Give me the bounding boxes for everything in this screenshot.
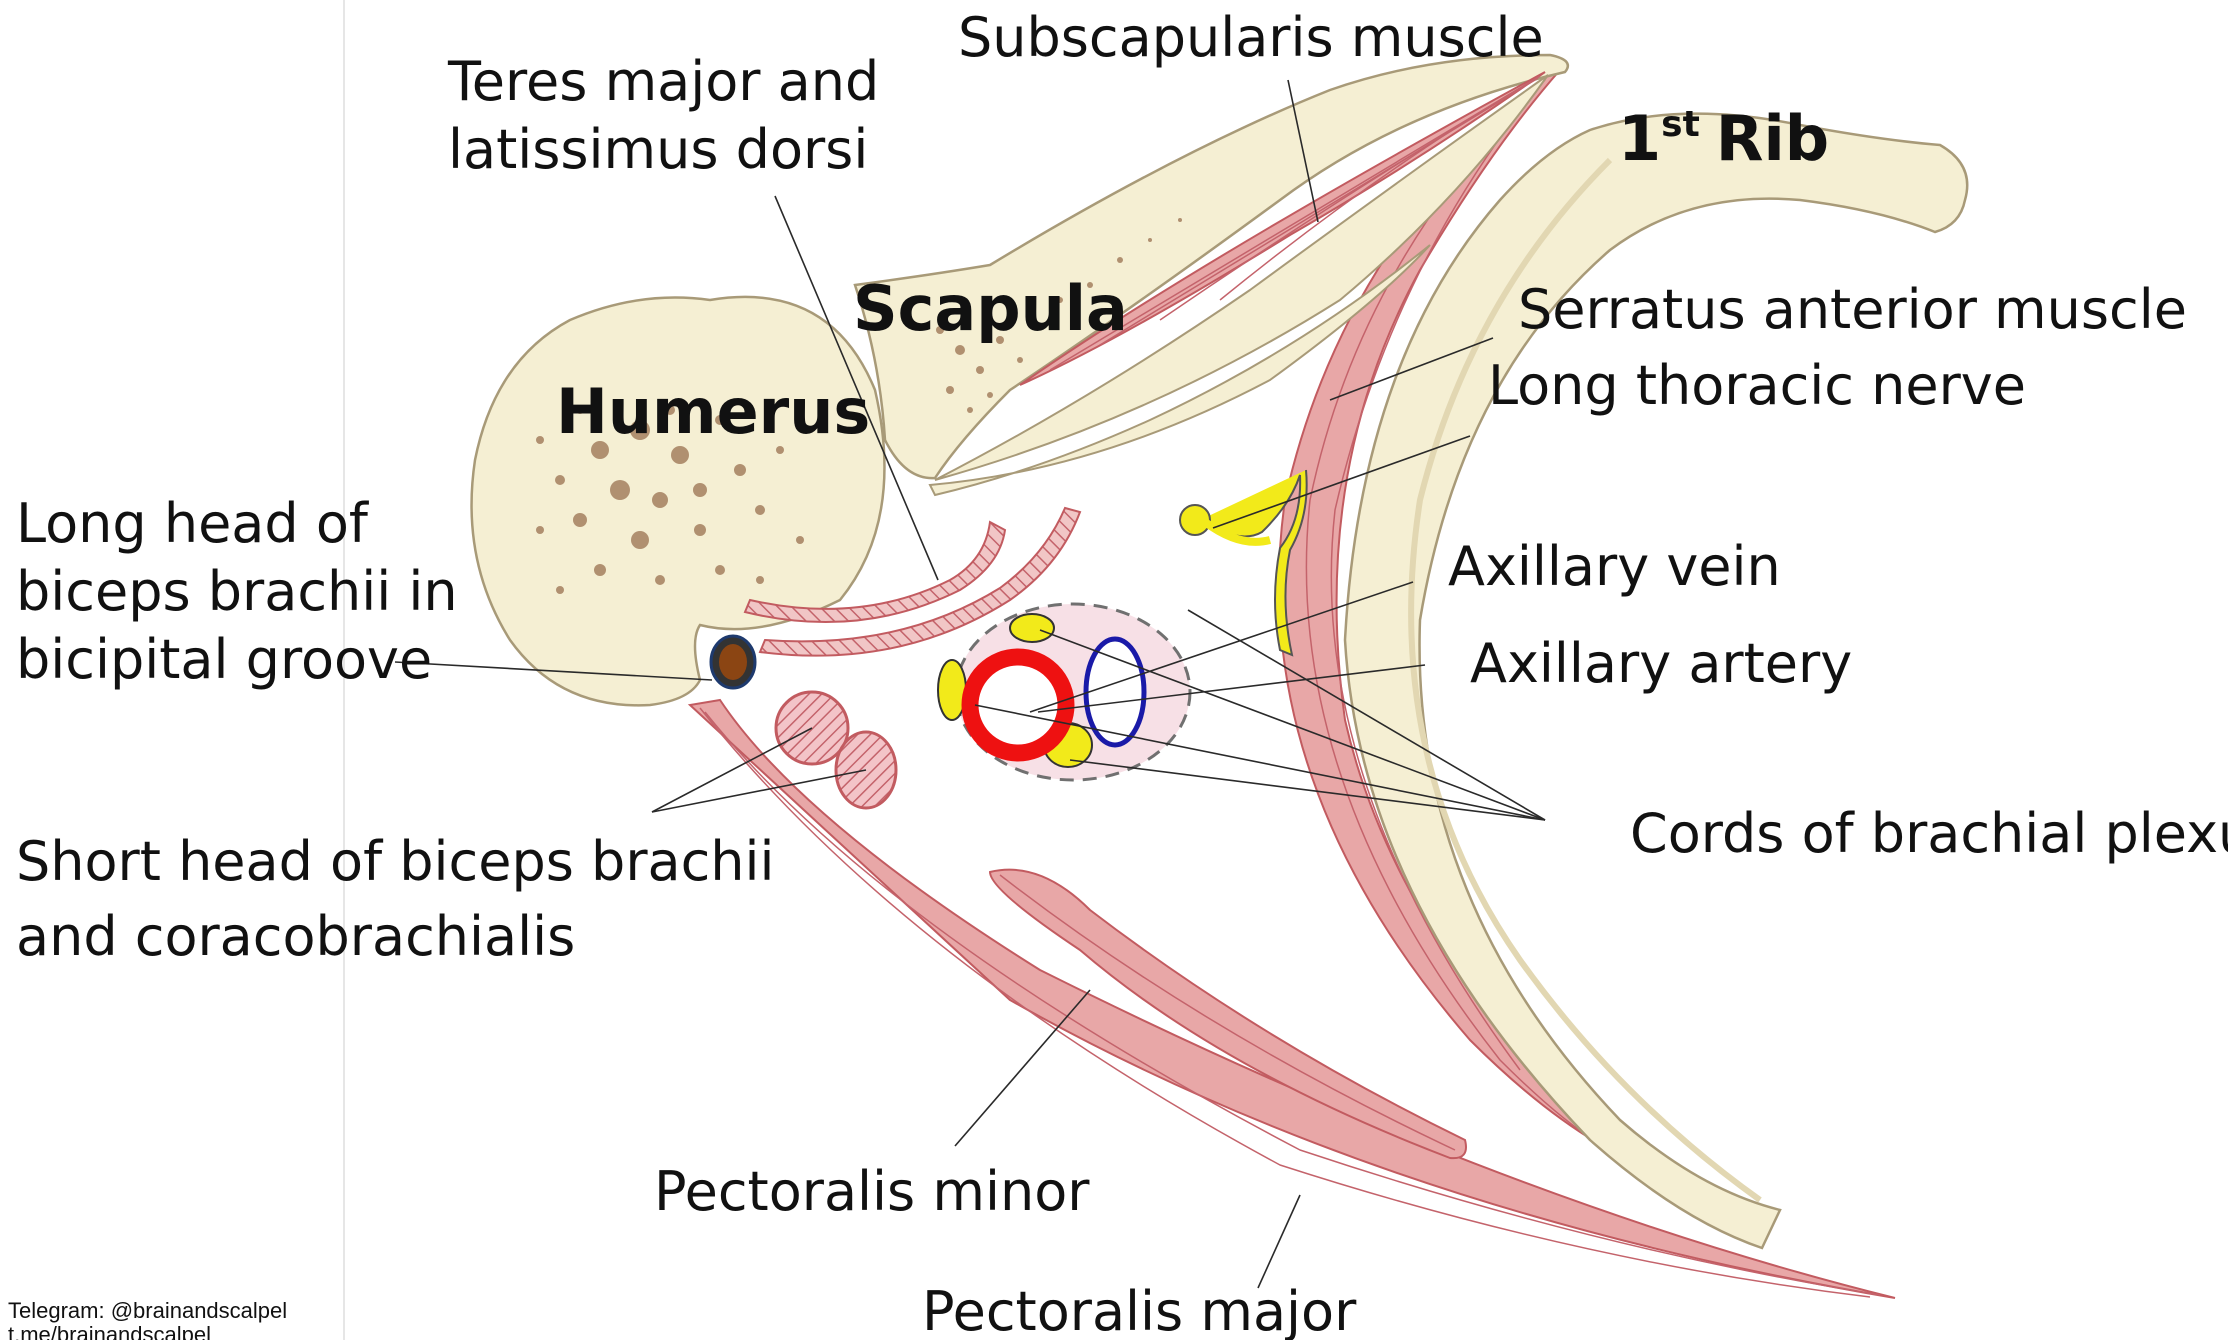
label-long-head-line2: biceps brachii in bbox=[16, 560, 458, 623]
label-long-head-line1: Long head of bbox=[16, 492, 370, 555]
axillary-sheath bbox=[938, 604, 1190, 780]
label-humerus: Humerus bbox=[556, 375, 870, 448]
label-cords: Cords of brachial plexus bbox=[1630, 802, 2228, 865]
label-teres-line2: latissimus dorsi bbox=[448, 118, 868, 181]
label-subscapularis: Subscapularis muscle bbox=[958, 6, 1544, 69]
label-pectoralis-major: Pectoralis major bbox=[922, 1280, 1357, 1340]
label-short-head-line2: and coracobrachialis bbox=[16, 905, 575, 968]
label-long-thoracic: Long thoracic nerve bbox=[1488, 354, 2026, 417]
watermark-telegram: Telegram: @brainandscalpel bbox=[8, 1298, 287, 1323]
label-scapula: Scapula bbox=[853, 272, 1128, 345]
long-thoracic-nerve bbox=[1180, 470, 1307, 655]
label-teres-line1: Teres major and bbox=[447, 50, 879, 113]
label-axillary-vein: Axillary vein bbox=[1448, 535, 1781, 598]
label-long-head-line3: bicipital groove bbox=[16, 628, 432, 691]
label-serratus: Serratus anterior muscle bbox=[1518, 278, 2187, 341]
label-pectoralis-minor: Pectoralis minor bbox=[654, 1160, 1090, 1223]
label-short-head-line1: Short head of biceps brachii bbox=[16, 830, 775, 893]
label-axillary-artery: Axillary artery bbox=[1470, 632, 1852, 695]
watermark-link: t.me/brainandscalpel bbox=[8, 1322, 211, 1340]
